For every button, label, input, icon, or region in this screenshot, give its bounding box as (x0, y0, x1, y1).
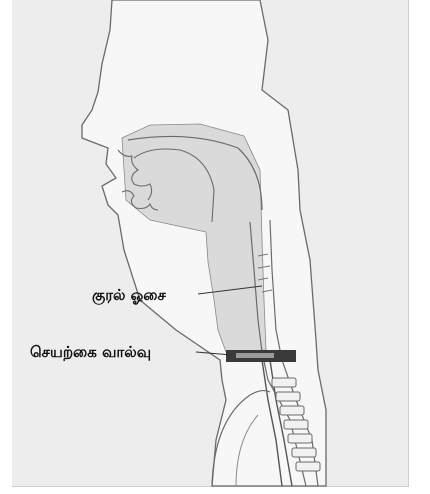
label-voice-sound: குரல் ஓசை (92, 286, 166, 306)
valve-highlight (236, 353, 274, 358)
label-artificial-valve: செயற்கை வால்வு (30, 343, 151, 363)
